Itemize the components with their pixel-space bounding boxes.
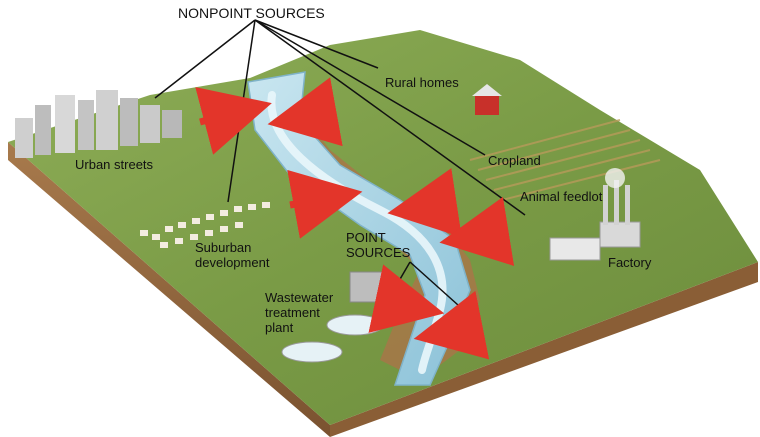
runoff-arrow-rural xyxy=(267,77,343,147)
runoff-arrow-wastewater xyxy=(368,264,445,333)
nonpoint-pointer-lines xyxy=(154,19,526,216)
runoff-arrow-urban xyxy=(195,87,272,155)
label-rural-homes: Rural homes xyxy=(385,75,459,90)
label-wastewater-treatment-plant: Wastewater treatment plant xyxy=(265,290,334,335)
runoff-arrow-cropland xyxy=(387,168,462,238)
terrain-right-side xyxy=(330,262,758,437)
runoff-arrow-feedlot xyxy=(439,196,515,266)
suburban-houses xyxy=(140,202,270,248)
label-suburban-development: Suburban development xyxy=(195,240,270,270)
runoff-arrow-suburban xyxy=(287,169,363,239)
runoff-arrow-factory xyxy=(413,290,490,360)
label-nonpoint-sources: NONPOINT SOURCES xyxy=(178,5,325,21)
label-factory: Factory xyxy=(608,255,652,270)
label-point-sources: POINT SOURCES xyxy=(346,230,411,260)
label-cropland: Cropland xyxy=(488,153,541,168)
terrain-front-side xyxy=(8,142,330,437)
urban-city xyxy=(15,90,182,158)
label-urban-streets: Urban streets xyxy=(75,157,154,172)
cropland-field xyxy=(469,119,661,201)
runoff-arrows xyxy=(195,77,515,360)
label-animal-feedlot: Animal feedlot xyxy=(520,189,603,204)
factory-buildings xyxy=(549,168,641,261)
rural-barn xyxy=(472,84,502,115)
